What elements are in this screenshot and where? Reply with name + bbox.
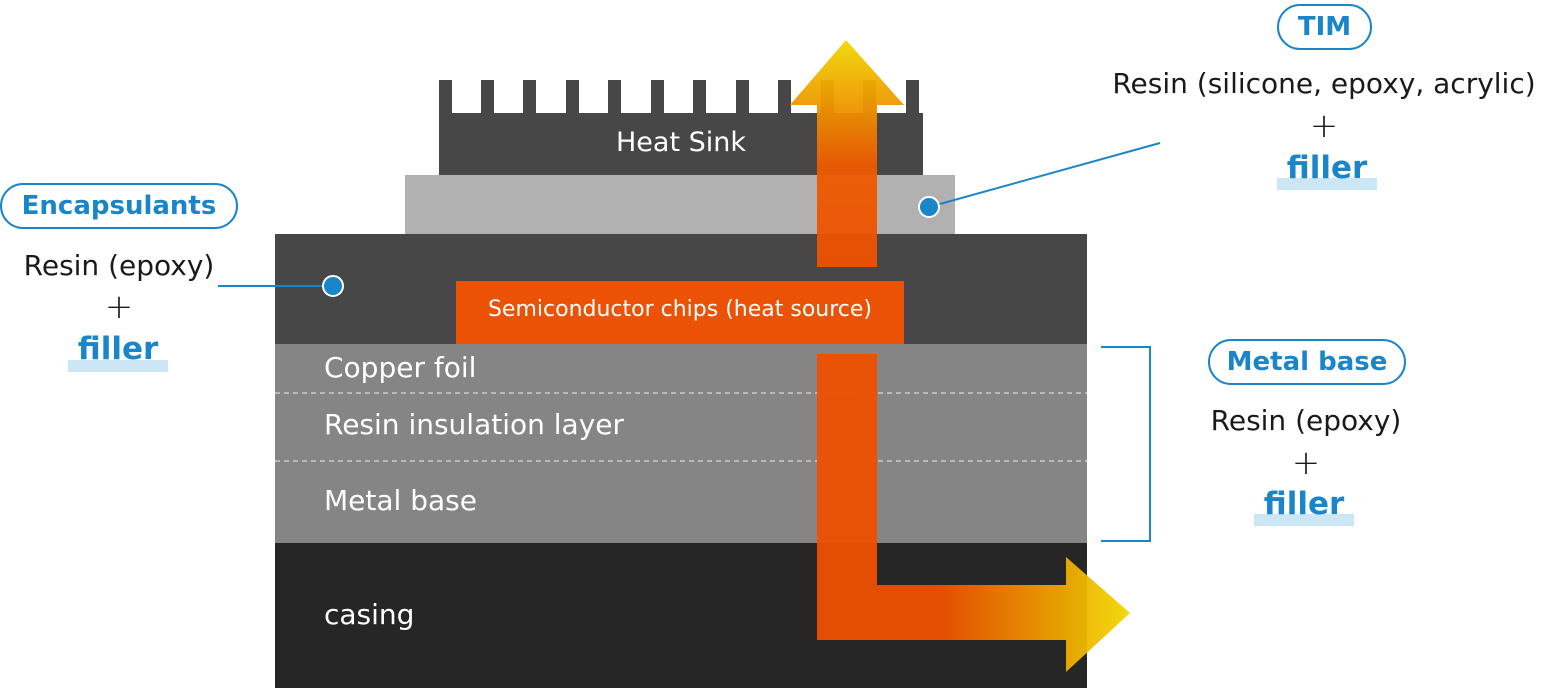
metal-base-filler-highlight [1254,514,1354,526]
substrate-layer [275,344,1087,543]
copper-foil-label: Copper foil [324,351,477,384]
metal-base-bracket [1101,346,1151,542]
metal-base-plus: + [1291,443,1321,483]
heat-flow-up-arrow [790,40,904,267]
heat-sink-label: Heat Sink [615,127,747,158]
encapsulants-filler-highlight [68,360,168,372]
chip-label: Semiconductor chips (heat source) [487,297,873,322]
metal-base-layer-label: Metal base [324,484,477,517]
encapsulants-plus: + [104,287,134,327]
tim-plus: + [1309,106,1339,146]
metal-base-filler: filler [1263,486,1345,522]
tim-badge: TIM [1277,4,1372,50]
casing-label: casing [324,598,415,631]
tim-leader-line [928,142,1161,208]
metal-base-badge: Metal base [1208,339,1406,385]
encapsulants-badge: Encapsulants [0,183,238,229]
encapsulants-filler: filler [77,331,159,367]
heat-flow-down-right-arrow [817,354,1130,672]
encapsulants-resin: Resin (epoxy) [23,249,215,282]
semiconductor-chip [456,281,904,344]
tim-filler: filler [1286,150,1368,186]
tim-resin: Resin (silicone, epoxy, acrylic) [1112,67,1536,100]
encapsulants-marker [322,275,344,297]
metal-base-resin: Resin (epoxy) [1210,404,1402,437]
tim-filler-highlight [1277,178,1377,190]
tim-marker [918,196,940,218]
resin-insulation-label: Resin insulation layer [324,408,625,441]
